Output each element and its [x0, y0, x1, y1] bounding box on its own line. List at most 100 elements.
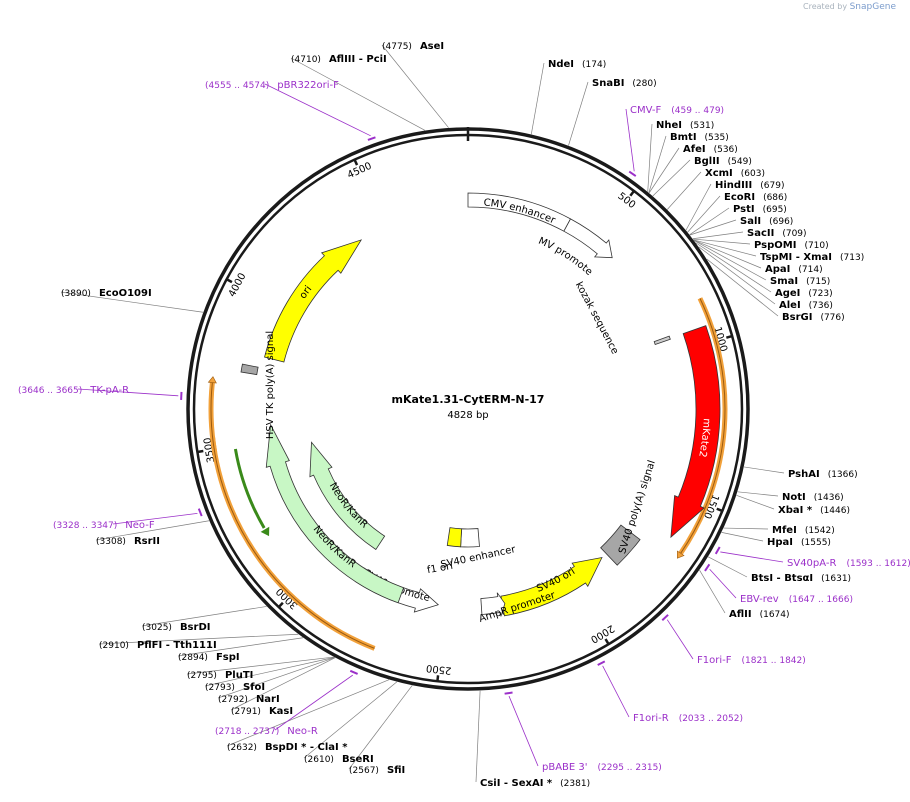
primer-binding-site[interactable]: CMV-F(459 .. 479) — [625, 105, 724, 177]
feature-kozak[interactable] — [653, 335, 671, 345]
site-position: (535) — [705, 133, 729, 143]
restriction-site[interactable]: (2894)FspI — [177, 637, 304, 663]
restriction-site[interactable]: NheI(531) — [647, 120, 714, 192]
restriction-site[interactable]: SnaBI(280) — [568, 78, 657, 146]
restriction-site[interactable]: (2910)PflFI - Tth111I — [98, 633, 299, 651]
restriction-site[interactable]: XbaI *(1446) — [736, 494, 850, 516]
feature-f1-ori[interactable] — [500, 556, 603, 617]
primer-binding-site[interactable]: F1ori-R(2033 .. 2052) — [597, 660, 743, 724]
primer-marker — [661, 614, 669, 622]
restriction-site[interactable]: MfeI(1542) — [723, 525, 835, 536]
primer-binding-site[interactable]: (2718 .. 2737)Neo-R — [215, 669, 359, 737]
restriction-site[interactable]: BsrGI(776) — [706, 258, 845, 323]
restriction-site[interactable]: (2567)SfiI — [348, 685, 413, 776]
site-leader-line — [667, 171, 702, 210]
site-position: (1366) — [828, 470, 858, 480]
restriction-site[interactable]: (3890)EcoO109I — [60, 288, 204, 313]
feature-mkate2[interactable] — [670, 325, 721, 539]
restriction-site[interactable]: BmtI(535) — [648, 132, 729, 193]
site-leader-line — [693, 240, 767, 281]
site-position: (696) — [769, 217, 793, 227]
feature-neor-inner[interactable] — [309, 441, 386, 551]
site-leader-line — [648, 135, 667, 193]
restriction-site[interactable]: AleI(736) — [698, 246, 833, 311]
site-position: (709) — [782, 229, 806, 239]
site-position: (2381) — [560, 779, 590, 789]
restriction-site[interactable]: (2793)SfoI — [204, 657, 335, 693]
restriction-site[interactable]: (4710)AflIII - PciI — [290, 54, 426, 131]
site-position: (2792) — [218, 695, 248, 705]
restriction-site[interactable]: AgeI(723) — [695, 242, 833, 299]
scale-tick — [436, 675, 440, 682]
feature-neor-outer[interactable] — [265, 423, 405, 604]
site-position: (531) — [690, 121, 714, 131]
scale-tick — [629, 190, 635, 197]
site-leader-line — [177, 637, 304, 657]
primer-binding-site[interactable]: pBABE 3'(2295 .. 2315) — [504, 691, 662, 773]
feature-ampr-promoter[interactable] — [480, 592, 506, 617]
site-text: SacII(709) — [747, 228, 807, 239]
site-text: HindIII(679) — [715, 180, 784, 191]
restriction-site[interactable]: (4775)AseI — [381, 41, 449, 128]
restriction-site[interactable]: (3308)RsrII — [95, 520, 210, 547]
restriction-site[interactable]: PstI(695) — [689, 204, 787, 235]
restriction-site[interactable]: AflII(1674) — [699, 569, 790, 620]
primer-text: CMV-F(459 .. 479) — [630, 105, 724, 116]
scale-tick — [226, 278, 233, 284]
restriction-site[interactable]: TspMI - XmaI(713) — [693, 239, 865, 263]
primer-binding-site[interactable]: F1ori-F(1821 .. 1842) — [661, 614, 806, 666]
primer-binding-site[interactable]: (3328 .. 3347)Neo-F — [53, 508, 203, 531]
orientation-arrow — [233, 448, 266, 529]
scale-tick-label: 4500 — [346, 161, 374, 182]
site-position: (710) — [804, 241, 828, 251]
primer-name: Neo-R — [287, 726, 318, 737]
restriction-site[interactable]: NotI(1436) — [737, 491, 844, 503]
restriction-site[interactable]: EcoRI(686) — [687, 192, 788, 233]
primer-leader-line — [625, 108, 635, 172]
site-text: (4775)AseI — [382, 41, 444, 52]
restriction-site[interactable]: SalI(696) — [689, 216, 793, 236]
restriction-site[interactable]: (2610)BseRI — [303, 681, 398, 765]
restriction-site[interactable]: CsiI - SexAI *(2381) — [475, 690, 590, 789]
site-position: (2793) — [205, 683, 235, 693]
restriction-site[interactable]: BglII(549) — [652, 156, 752, 197]
restriction-site[interactable]: AfeI(536) — [648, 144, 738, 194]
restriction-site[interactable]: (2792)NarI — [217, 657, 335, 705]
feature-label-cmv-promoter: CMV promoter — [0, 0, 594, 278]
site-name: PflFI - Tth111I — [137, 640, 217, 651]
restriction-site[interactable]: HpaI(1555) — [721, 532, 831, 548]
restriction-site[interactable]: (3025)BsrDI — [141, 606, 267, 633]
credit-label: Created by SnapGene — [803, 2, 896, 12]
restriction-site[interactable]: XcmI(603) — [667, 168, 765, 210]
primer-binding-site[interactable]: SV40pA-R(1593 .. 1612) — [714, 546, 910, 569]
restriction-site[interactable]: SacII(709) — [692, 228, 807, 240]
restriction-site[interactable]: (2795)PluTI — [186, 656, 334, 681]
primer-binding-site[interactable]: EBV-rev(1647 .. 1666) — [704, 563, 853, 605]
restriction-site[interactable]: (2632)BspDI * - ClaI * — [226, 679, 390, 753]
restriction-site[interactable]: PshAI(1366) — [743, 466, 858, 480]
site-text: (3890)EcoO109I — [61, 288, 152, 299]
feature-sv40-ori[interactable] — [446, 527, 463, 548]
restriction-site[interactable]: NdeI(174) — [530, 59, 606, 135]
site-text: AflII(1674) — [729, 609, 790, 620]
site-text: (2610)BseRI — [304, 754, 374, 765]
feature-sv40-enhancer[interactable] — [460, 528, 480, 548]
feature-sv40-polya[interactable] — [600, 524, 641, 566]
restriction-site[interactable]: PspOMI(710) — [693, 238, 829, 251]
primer-binding-site[interactable]: (4555 .. 4574)pBR322ori-F — [205, 80, 376, 141]
site-name: EcoRI — [724, 192, 755, 203]
restriction-site[interactable]: BtsI - BtsαI(1631) — [707, 556, 851, 584]
primer-binding-site[interactable]: (3646 .. 3665)TK-pA-R — [18, 385, 183, 400]
site-position: (695) — [763, 205, 787, 215]
restriction-site[interactable]: ApaI(714) — [693, 239, 823, 275]
restriction-site[interactable]: HindIII(679) — [685, 180, 784, 231]
feature-hsv-tk-polya[interactable] — [240, 363, 259, 376]
feature-cmv-promoter[interactable] — [563, 218, 613, 259]
restriction-site[interactable]: SmaI(715) — [693, 240, 830, 287]
site-name: XcmI — [705, 168, 733, 179]
restriction-site[interactable]: (2791)KasI — [230, 657, 336, 717]
site-text: NotI(1436) — [782, 492, 844, 503]
primer-marker — [367, 136, 376, 141]
feature-ori[interactable] — [264, 239, 363, 363]
